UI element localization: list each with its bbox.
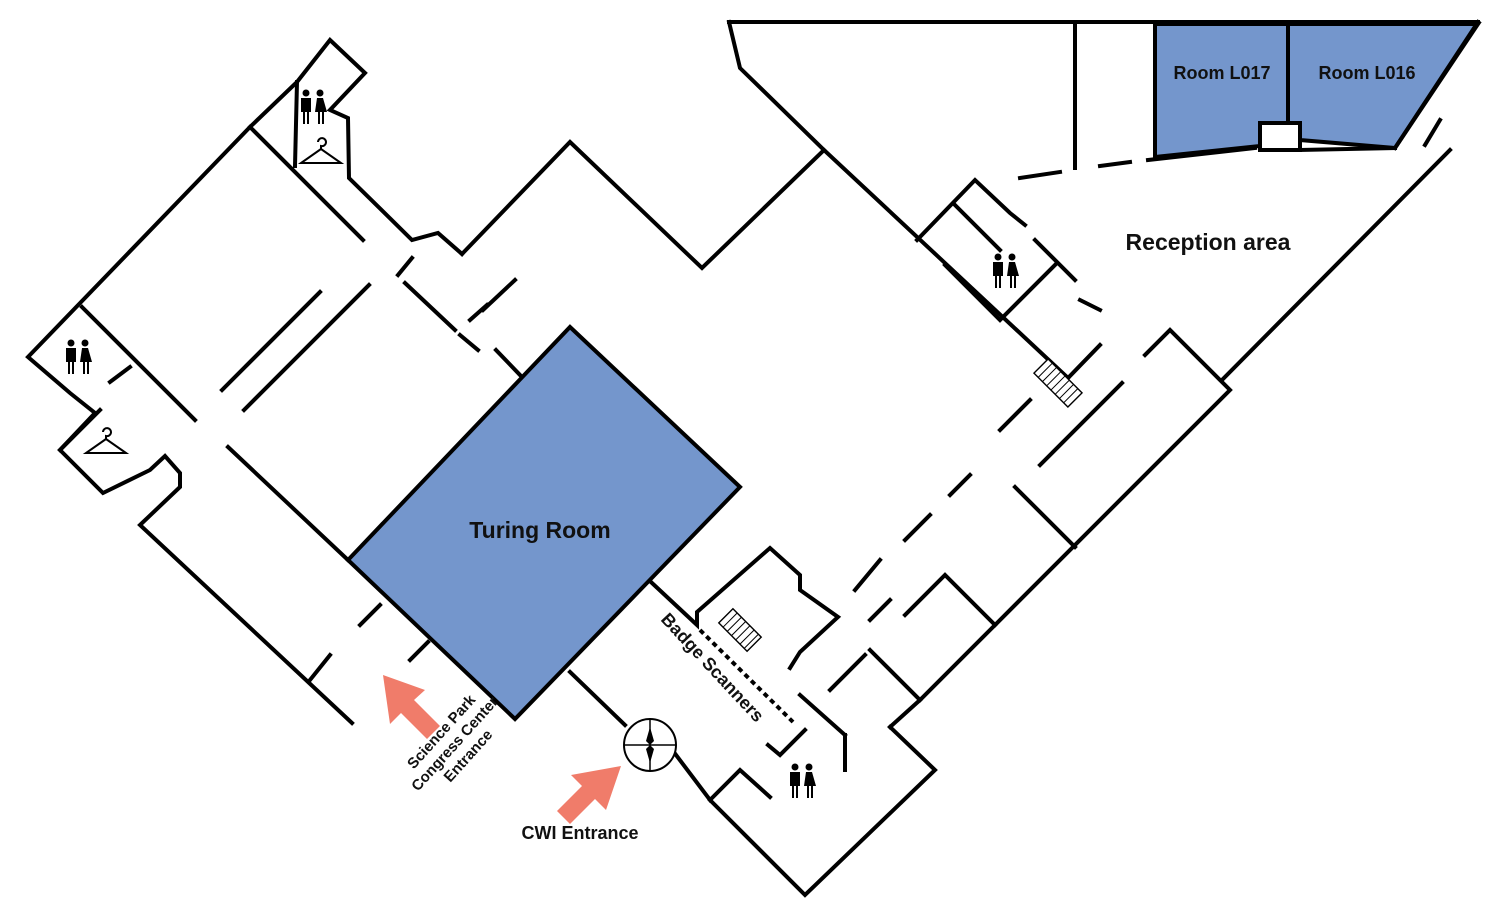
room-l017-label: Room L017: [1173, 63, 1270, 83]
entrance-arrow-icon[interactable]: [557, 766, 621, 824]
coat-hanger-icon: [300, 137, 342, 164]
coat-hanger-icon: [85, 427, 127, 454]
room-l017[interactable]: [1153, 22, 1290, 160]
restroom-icon: [66, 339, 92, 374]
turing-room-label: Turing Room: [469, 517, 610, 543]
restroom-icon: [993, 253, 1019, 288]
room-l016[interactable]: [1286, 22, 1482, 151]
reception-area-label: Reception area: [1126, 229, 1291, 255]
left-wing-walls: [25, 37, 523, 726]
revolving-door-icon[interactable]: [623, 718, 677, 772]
cwi-entrance-label: CWI Entrance: [521, 823, 638, 843]
badge-scanner-line: [698, 628, 795, 724]
central-walls: [459, 19, 1481, 898]
restroom-icon: [301, 89, 327, 124]
room-l016-label: Room L016: [1318, 63, 1415, 83]
room-turing[interactable]: [345, 324, 743, 722]
stairs-icon: [1032, 357, 1084, 409]
stairs-icon: [717, 607, 763, 653]
restroom-icon: [790, 763, 816, 798]
entrance-arrow-icon[interactable]: [383, 675, 440, 739]
